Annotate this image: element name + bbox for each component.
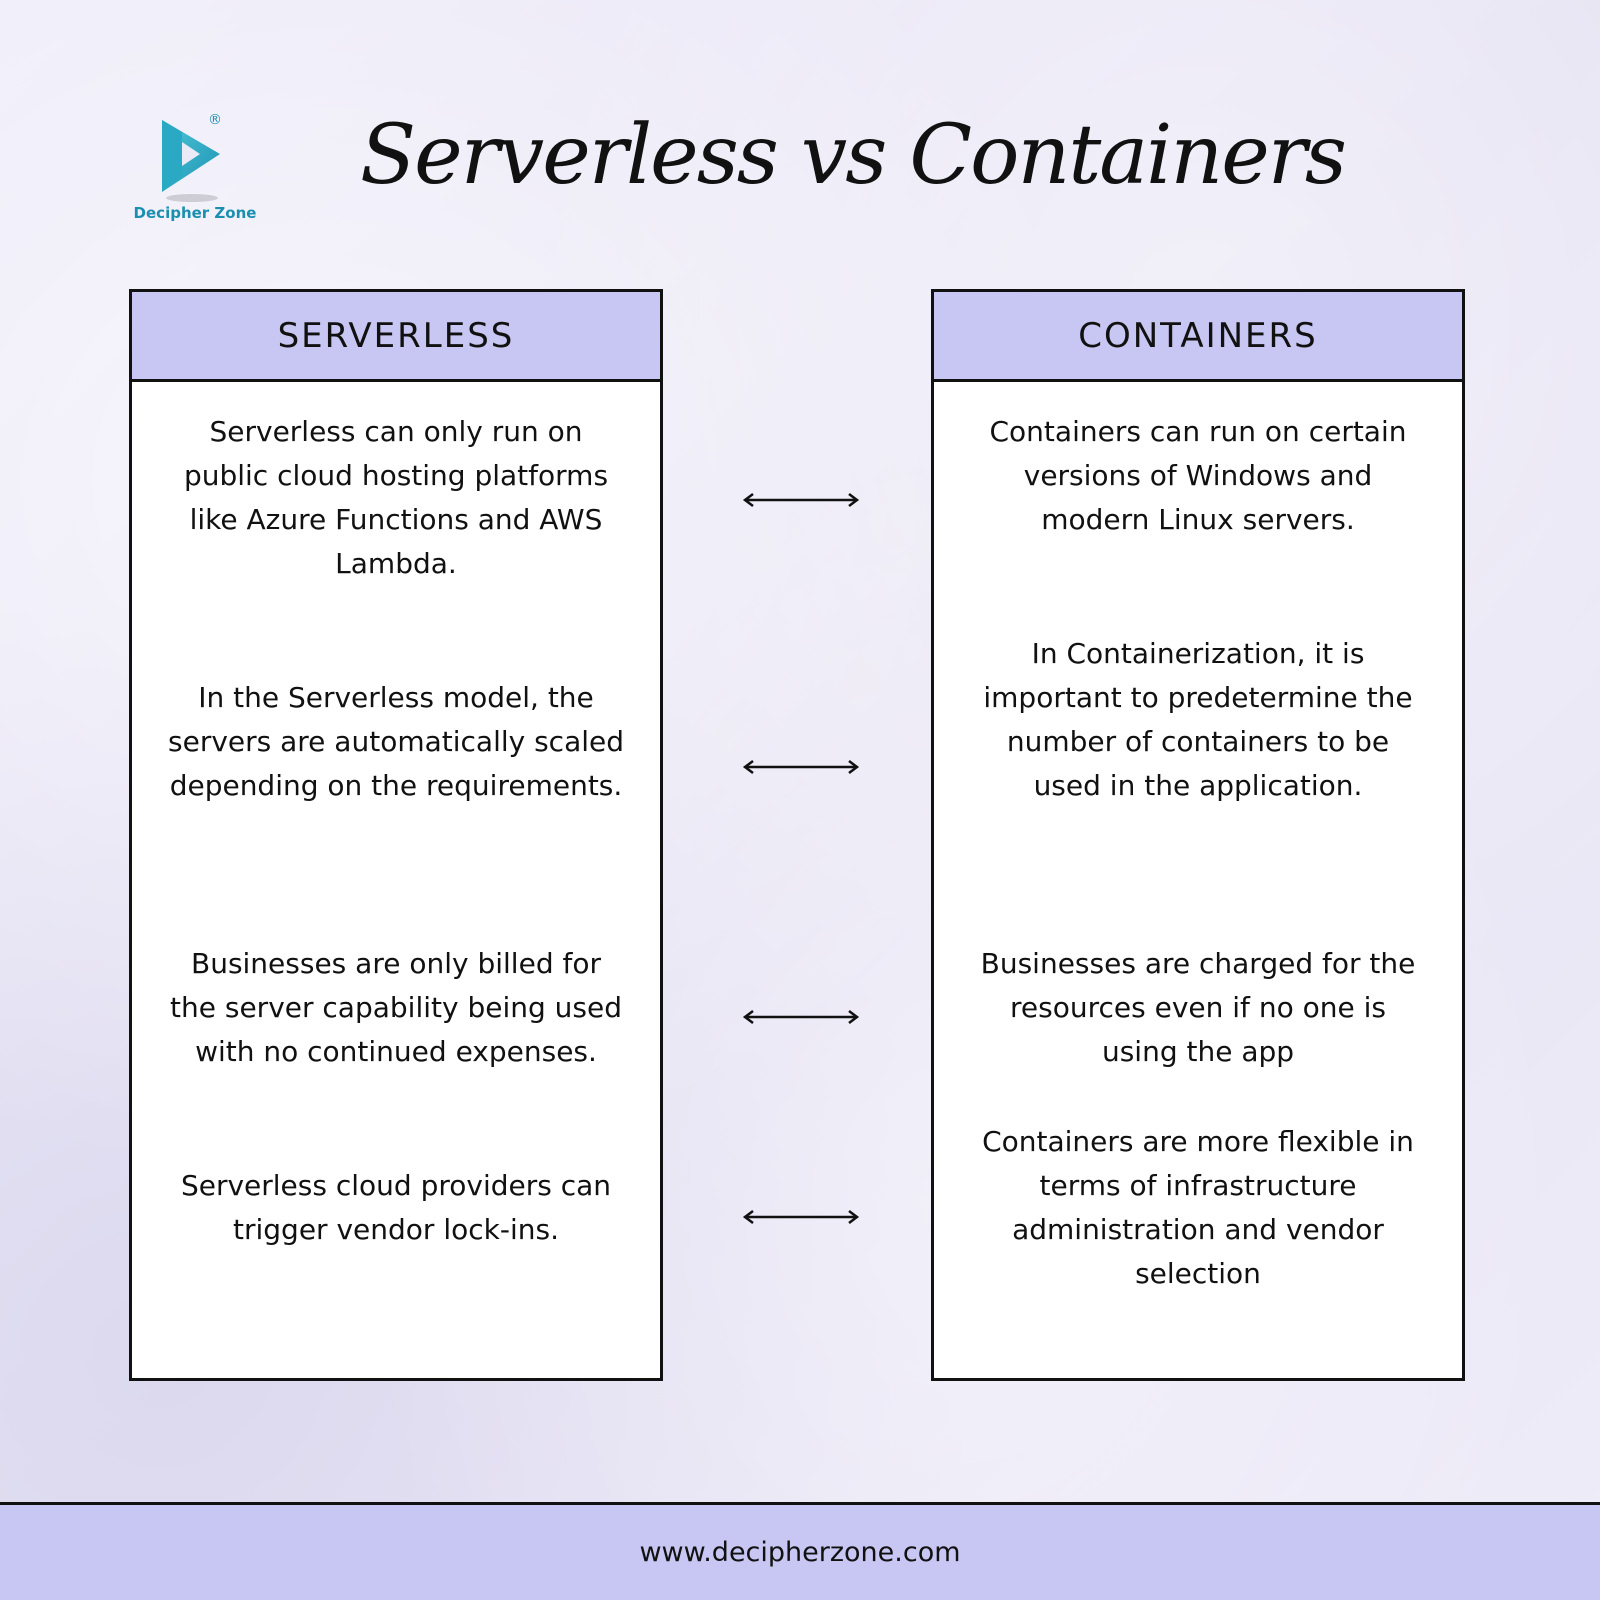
brand-logo: ® Decipher Zone (130, 112, 260, 232)
serverless-point-4: Serverless cloud providers can trigger v… (180, 1169, 612, 1246)
containers-point-3: Businesses are charged for the resources… (980, 947, 1416, 1068)
serverless-point-3: Businesses are only billed for the serve… (170, 947, 622, 1068)
double-arrow-icon (742, 493, 860, 507)
serverless-point-2: In the Serverless model, the servers are… (168, 681, 625, 802)
footer-url[interactable]: www.decipherzone.com (639, 1537, 961, 1568)
containers-point-1: Containers can run on certain versions o… (989, 415, 1407, 536)
brand-name: Decipher Zone (133, 204, 257, 222)
footer-divider (0, 1502, 1600, 1505)
containers-header: CONTAINERS (934, 292, 1462, 382)
containers-point-2: In Containerization, it is important to … (983, 637, 1413, 802)
serverless-point-1: Serverless can only run on public cloud … (183, 415, 609, 580)
page-title: Serverless vs Containers (360, 108, 1347, 203)
double-arrow-icon (742, 1010, 860, 1024)
containers-panel: CONTAINERS Containers can run on certain… (931, 289, 1465, 1381)
play-triangle-logo-icon (162, 120, 220, 202)
serverless-header: SERVERLESS (132, 292, 660, 382)
serverless-panel: SERVERLESS Serverless can only run on pu… (129, 289, 663, 1381)
containers-point-4: Containers are more flexible in terms of… (982, 1125, 1414, 1290)
registered-mark: ® (208, 112, 222, 128)
footer-bar: www.decipherzone.com (0, 1505, 1600, 1600)
double-arrow-icon (742, 760, 860, 774)
double-arrow-icon (742, 1210, 860, 1224)
